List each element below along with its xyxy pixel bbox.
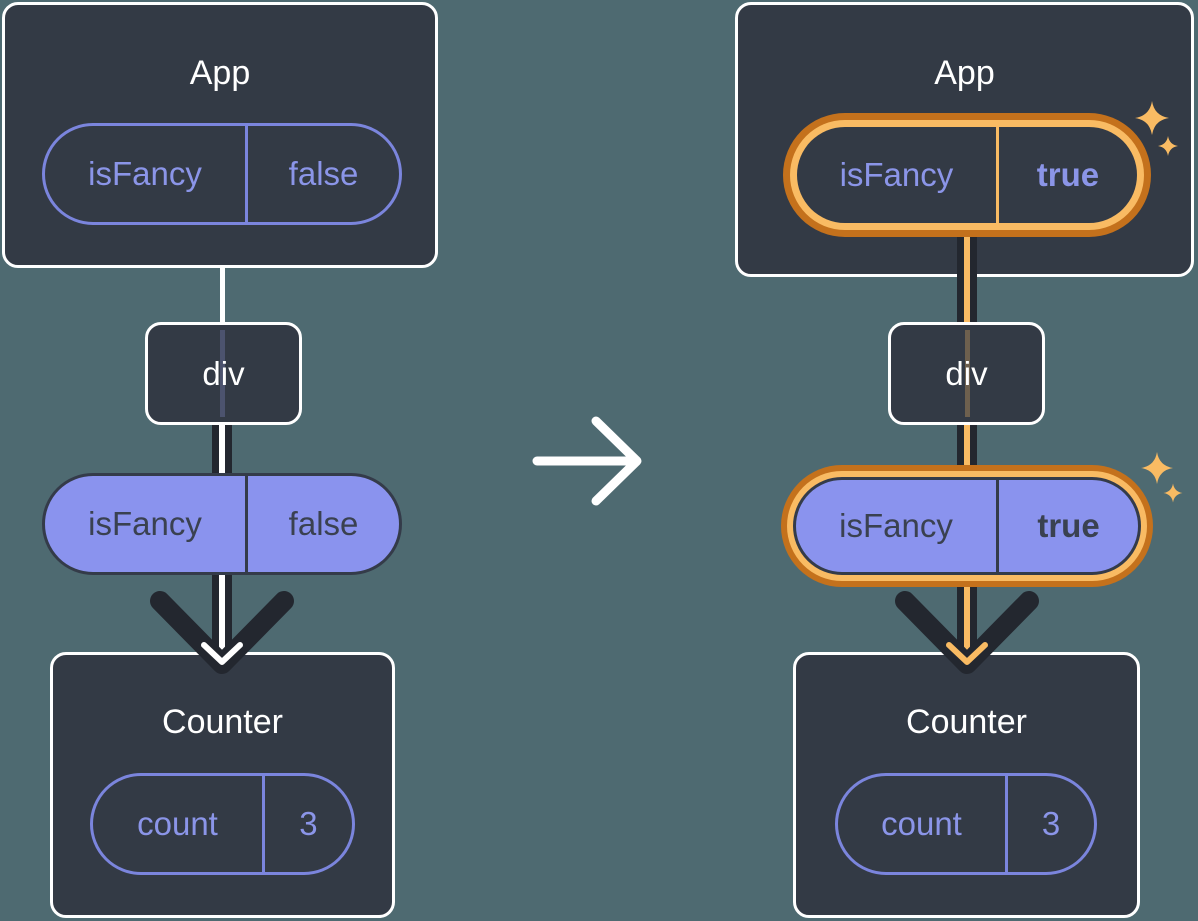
state-value: true <box>1036 156 1100 193</box>
app-title-after: App <box>934 54 995 92</box>
state-pill-counter-after: count 3 <box>835 773 1097 875</box>
state-name: isFancy <box>45 126 249 222</box>
div-passthrough-line-before <box>219 330 225 417</box>
div-label-before: div <box>202 355 245 392</box>
sparkle-icon <box>1141 452 1173 484</box>
state-value: 3 <box>1041 805 1061 842</box>
counter-title-after: Counter <box>906 703 1027 741</box>
state-name: count <box>93 776 265 872</box>
state-value: 3 <box>299 805 318 842</box>
state-pill-app-before: isFancy false <box>42 123 402 225</box>
state-name: isFancy <box>797 127 999 223</box>
state-value: false <box>288 155 359 192</box>
app-to-div-connector-before <box>219 268 225 324</box>
state-pill-app-after-highlighted: isFancy true <box>797 127 1137 223</box>
prop-pill-after-highlighted: isFancy true <box>793 477 1141 575</box>
counter-title-before: Counter <box>162 703 283 741</box>
prop-value: true <box>1037 507 1100 544</box>
state-name: count <box>838 776 1008 872</box>
sparkle-icon <box>1163 483 1183 503</box>
prop-value: false <box>288 505 359 542</box>
app-title-before: App <box>189 54 251 92</box>
div-label-after: div <box>945 355 988 392</box>
prop-name: isFancy <box>796 480 999 572</box>
div-card-before <box>145 322 302 425</box>
state-pill-counter-before: count 3 <box>90 773 355 875</box>
prop-name: isFancy <box>45 476 249 572</box>
prop-pill-before: isFancy false <box>42 473 402 575</box>
